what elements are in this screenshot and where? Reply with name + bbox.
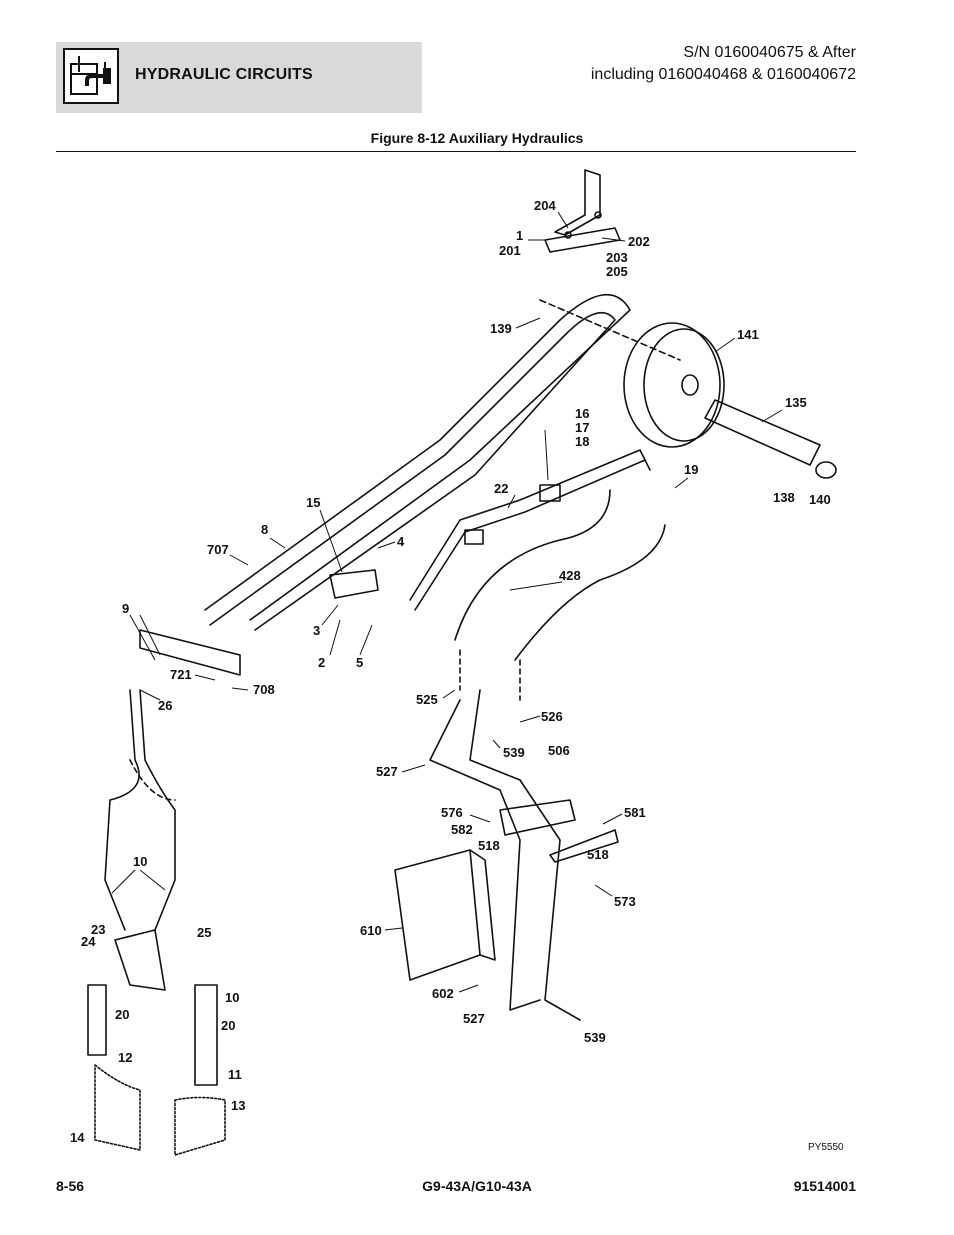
callout-1: 1: [516, 228, 523, 243]
callout-5: 5: [356, 655, 363, 670]
callout-10: 10: [133, 854, 147, 869]
page-number: 8-56: [56, 1178, 85, 1194]
callout-518: 518: [478, 838, 500, 853]
callout-18: 18: [575, 434, 589, 449]
callout-12: 12: [118, 1050, 132, 1065]
callout-labels: 204 1 201 202 203 205 139 141 135 138 14…: [70, 198, 831, 1145]
callout-602: 602: [432, 986, 454, 1001]
callout-526: 526: [541, 709, 563, 724]
callout-539-b: 539: [584, 1030, 606, 1045]
callout-135: 135: [785, 395, 807, 410]
callout-15: 15: [306, 495, 320, 510]
callout-428: 428: [559, 568, 581, 583]
callout-16: 16: [575, 406, 589, 421]
hydraulic-reservoir-icon: [63, 48, 119, 104]
callout-527: 527: [376, 764, 398, 779]
header-rule: [56, 151, 856, 152]
callout-204: 204: [534, 198, 556, 213]
callout-2: 2: [318, 655, 325, 670]
callout-10-b: 10: [225, 990, 239, 1005]
callout-9: 9: [122, 601, 129, 616]
callout-506: 506: [548, 743, 570, 758]
callout-707: 707: [207, 542, 229, 557]
section-title: HYDRAULIC CIRCUITS: [135, 66, 313, 83]
callout-8: 8: [261, 522, 268, 537]
callout-139: 139: [490, 321, 512, 336]
callout-527-b: 527: [463, 1011, 485, 1026]
callout-610: 610: [360, 923, 382, 938]
callout-20: 20: [115, 1007, 129, 1022]
callout-573: 573: [614, 894, 636, 909]
callout-581: 581: [624, 805, 646, 820]
callout-203: 203: [606, 250, 628, 265]
serial-line-1: S/N 0160040675 & After: [683, 44, 856, 61]
callout-518-b: 518: [587, 847, 609, 862]
model-number: G9-43A/G10-43A: [422, 1178, 532, 1194]
callout-3: 3: [313, 623, 320, 638]
callout-4: 4: [397, 534, 405, 549]
callout-539: 539: [503, 745, 525, 760]
document-number: 91514001: [793, 1178, 856, 1194]
callout-19: 19: [684, 462, 698, 477]
callout-138: 138: [773, 490, 795, 505]
callout-205: 205: [606, 264, 628, 279]
drawing-code: PY5550: [808, 1142, 844, 1153]
callout-20-b: 20: [221, 1018, 235, 1033]
callout-525: 525: [416, 692, 438, 707]
callout-708: 708: [253, 682, 275, 697]
callout-22: 22: [494, 481, 508, 496]
callout-25: 25: [197, 925, 211, 940]
auxiliary-hydraulics-diagram: 204 1 201 202 203 205 139 141 135 138 14…: [70, 169, 837, 1156]
callout-582: 582: [451, 822, 473, 837]
callout-13: 13: [231, 1098, 245, 1113]
callout-11: 11: [228, 1067, 242, 1082]
serial-range: S/N 0160040675 & After including 0160040…: [591, 42, 856, 86]
callout-140: 140: [809, 492, 831, 507]
serial-line-2: including 0160040468 & 0160040672: [590, 66, 856, 83]
callout-721: 721: [170, 667, 192, 682]
callout-576: 576: [441, 805, 463, 820]
callout-26: 26: [158, 698, 172, 713]
callout-17: 17: [575, 420, 589, 435]
callout-201: 201: [499, 243, 521, 258]
callout-23: 23: [91, 922, 105, 937]
callout-14: 14: [70, 1130, 85, 1145]
callout-202: 202: [628, 234, 650, 249]
callout-141: 141: [737, 327, 759, 342]
callout-24: 24: [81, 934, 96, 949]
figure-title: Figure 8-12 Auxiliary Hydraulics: [370, 130, 584, 146]
